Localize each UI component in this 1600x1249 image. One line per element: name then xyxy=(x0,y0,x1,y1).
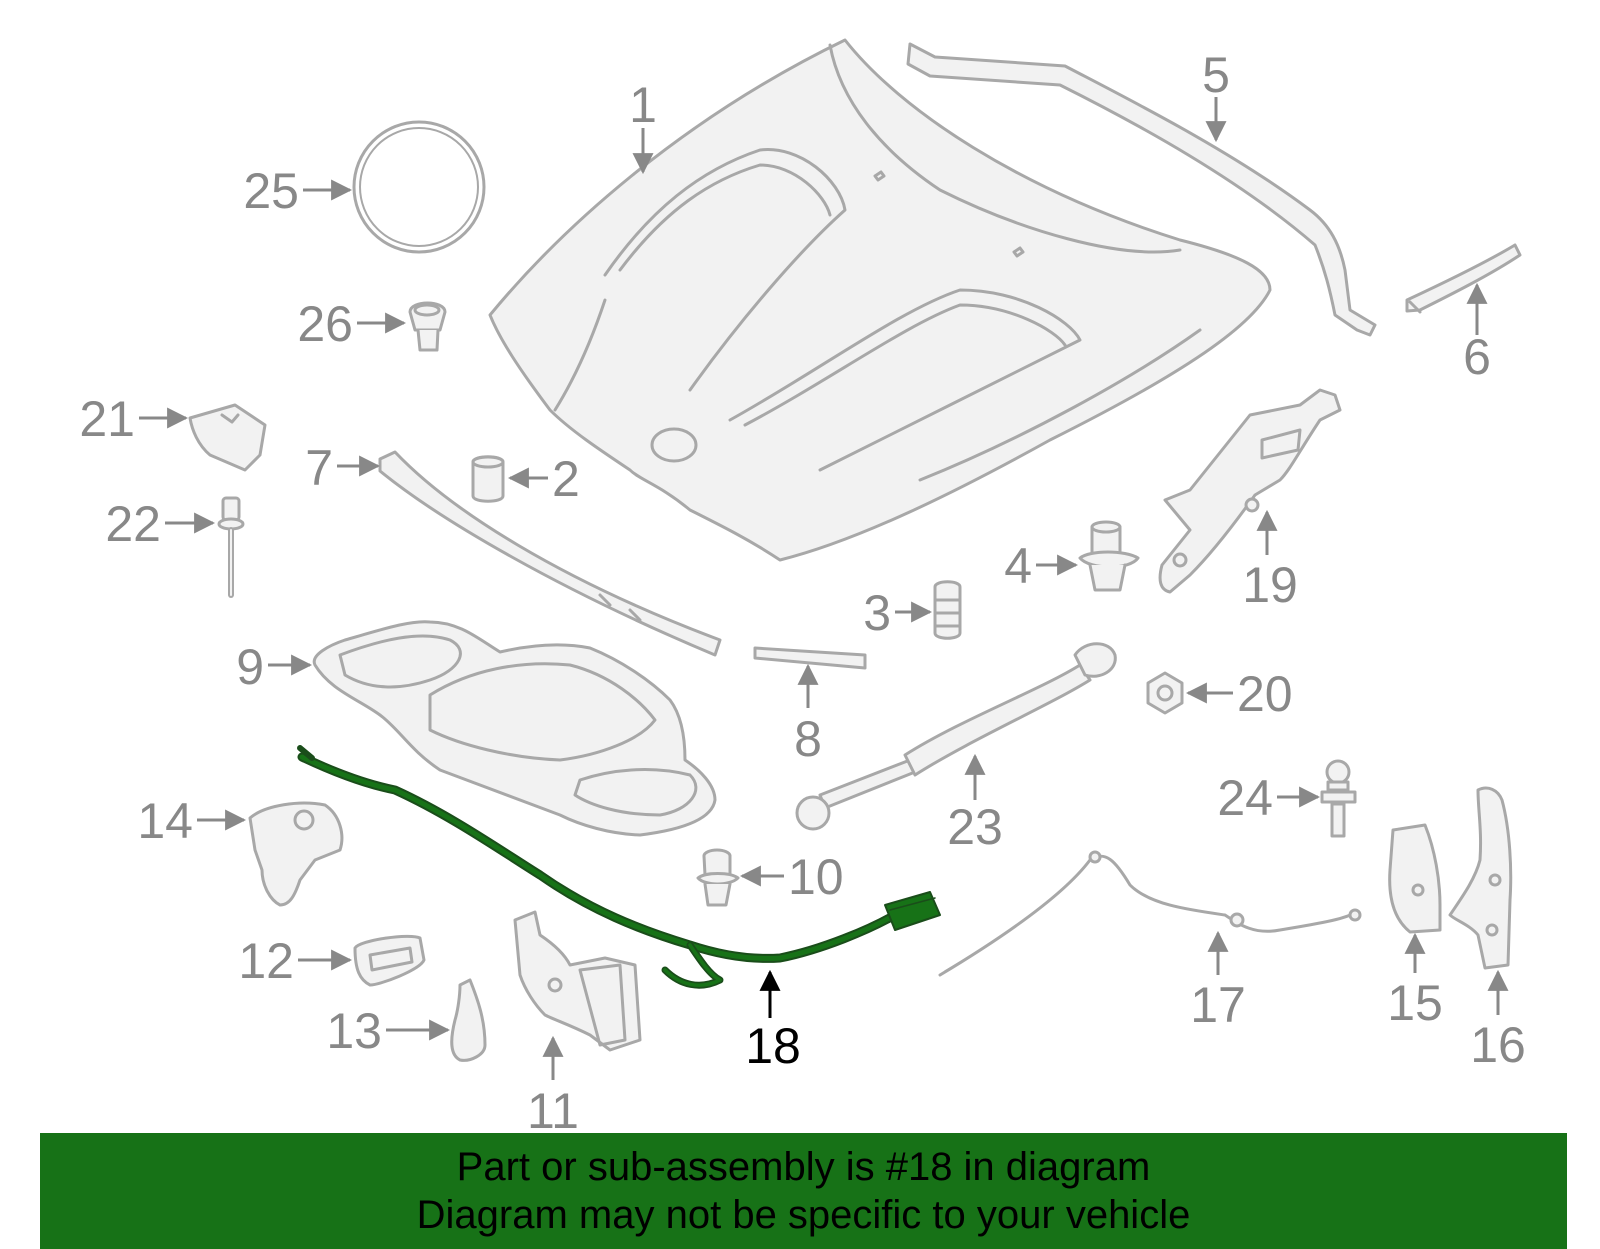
part-1-hood[interactable] xyxy=(488,38,1272,562)
part-24-ball-stud[interactable] xyxy=(1320,759,1357,838)
part-20-nut[interactable] xyxy=(1146,671,1184,715)
callout-16: 16 xyxy=(1470,1017,1526,1073)
callout-19: 19 xyxy=(1242,557,1298,613)
callout-14: 14 xyxy=(137,793,193,849)
part-14-bracket[interactable] xyxy=(248,801,344,907)
callout-6: 6 xyxy=(1463,329,1491,385)
callout-5: 5 xyxy=(1202,47,1230,103)
callout-4: 4 xyxy=(1004,538,1032,594)
part-23-lift-support[interactable] xyxy=(795,642,1117,831)
callout-1: 1 xyxy=(629,77,657,133)
part-16-bracket[interactable] xyxy=(1448,786,1513,970)
part-17-cable[interactable] xyxy=(938,850,1362,977)
callout-26: 26 xyxy=(297,296,353,352)
banner-line-1: Part or sub-assembly is #18 in diagram xyxy=(456,1145,1151,1189)
part-12-bracket[interactable] xyxy=(353,934,426,987)
part-13-tab[interactable] xyxy=(450,978,487,1062)
callout-21: 21 xyxy=(79,391,135,447)
callout-24: 24 xyxy=(1217,770,1273,826)
callout-7: 7 xyxy=(305,440,333,496)
callout-8: 8 xyxy=(794,711,822,767)
part-4-clip[interactable] xyxy=(1078,520,1140,592)
callout-25: 25 xyxy=(243,163,299,219)
part-21-bracket[interactable] xyxy=(188,403,267,472)
part-10-clip[interactable] xyxy=(696,848,740,907)
banner-line-2: Diagram may not be specific to your vehi… xyxy=(416,1193,1191,1237)
part-15-bracket[interactable] xyxy=(1388,823,1442,934)
part-7-seal[interactable] xyxy=(378,450,722,657)
callout-15: 15 xyxy=(1387,975,1443,1031)
callout-3: 3 xyxy=(863,585,891,641)
part-8-seal[interactable] xyxy=(753,646,867,670)
callout-20: 20 xyxy=(1237,666,1293,722)
part-22-rivet[interactable] xyxy=(217,496,245,598)
info-banner: Part or sub-assembly is #18 in diagram D… xyxy=(40,1133,1567,1249)
callout-18-highlighted: 18 xyxy=(745,1018,801,1074)
part-2-bumper[interactable] xyxy=(471,455,505,503)
callout-13: 13 xyxy=(326,1003,382,1059)
callout-2: 2 xyxy=(552,451,580,507)
part-5-weatherstrip[interactable] xyxy=(906,42,1377,337)
callout-9: 9 xyxy=(236,639,264,695)
callout-10: 10 xyxy=(788,849,844,905)
callout-23: 23 xyxy=(947,799,1003,855)
part-6-seal[interactable] xyxy=(1405,243,1522,314)
part-26-grommet[interactable] xyxy=(408,301,447,352)
part-25-ring[interactable] xyxy=(352,120,486,254)
part-11-latch[interactable] xyxy=(513,910,642,1052)
callout-22: 22 xyxy=(105,496,161,552)
part-3-stop[interactable] xyxy=(933,580,962,640)
callout-12: 12 xyxy=(238,933,294,989)
callout-17: 17 xyxy=(1190,977,1246,1033)
part-18-harness[interactable] xyxy=(297,745,941,989)
callout-11: 11 xyxy=(527,1083,579,1139)
part-9-insulation[interactable] xyxy=(312,620,717,837)
part-19-hinge[interactable] xyxy=(1158,388,1342,594)
